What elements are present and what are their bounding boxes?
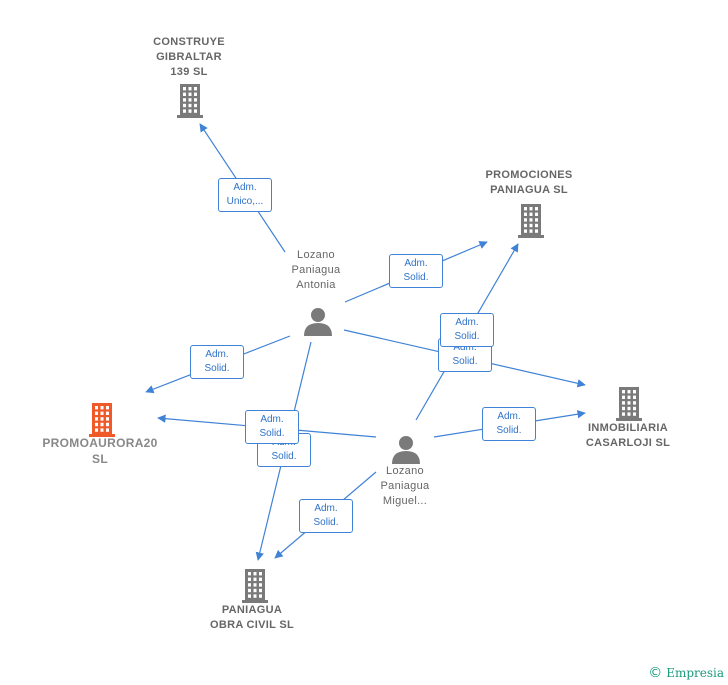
node-label-paniagua[interactable]: PANIAGUA OBRA CIVIL SL bbox=[210, 604, 294, 631]
edge-label-miguel-to-promociones[interactable]: Adm. Solid. bbox=[440, 313, 494, 347]
edge-label-miguel-to-promoaurora[interactable]: Adm. Solid. bbox=[245, 410, 299, 444]
construye-building-icon[interactable] bbox=[177, 84, 203, 118]
antonia-person-icon[interactable] bbox=[304, 308, 332, 336]
footer-brand: ©Empresia bbox=[648, 665, 724, 681]
edge-label-antonia-to-construye[interactable]: Adm. Unico,... bbox=[218, 178, 272, 212]
paniagua-building-icon[interactable] bbox=[242, 569, 268, 603]
edge-label-miguel-to-inmobiliaria[interactable]: Adm. Solid. bbox=[482, 407, 536, 441]
node-label-promociones[interactable]: PROMOCIONES PANIAGUA SL bbox=[485, 169, 573, 196]
inmobiliaria-building-icon[interactable] bbox=[616, 387, 642, 421]
promociones-building-icon[interactable] bbox=[518, 204, 544, 238]
node-label-promoaurora[interactable]: PROMOAURORA20 SL bbox=[42, 436, 158, 466]
miguel-person-icon[interactable] bbox=[392, 436, 420, 464]
edge-label-miguel-to-paniagua[interactable]: Adm. Solid. bbox=[299, 499, 353, 533]
edge-label-antonia-to-promociones[interactable]: Adm. Solid. bbox=[389, 254, 443, 288]
node-label-antonia[interactable]: Lozano Paniagua Antonia bbox=[291, 249, 341, 291]
copyright-icon: © bbox=[648, 665, 663, 681]
brand-name: Empresia bbox=[666, 666, 724, 680]
node-label-inmobiliaria[interactable]: INMOBILIARIA CASARLOJI SL bbox=[585, 422, 671, 449]
edge-label-antonia-to-promoaurora[interactable]: Adm. Solid. bbox=[190, 345, 244, 379]
node-label-construye[interactable]: CONSTRUYE GIBRALTAR 139 SL bbox=[153, 36, 225, 78]
node-label-miguel[interactable]: Lozano Paniagua Miguel... bbox=[380, 465, 430, 507]
promoaurora-building-icon[interactable] bbox=[89, 403, 115, 437]
